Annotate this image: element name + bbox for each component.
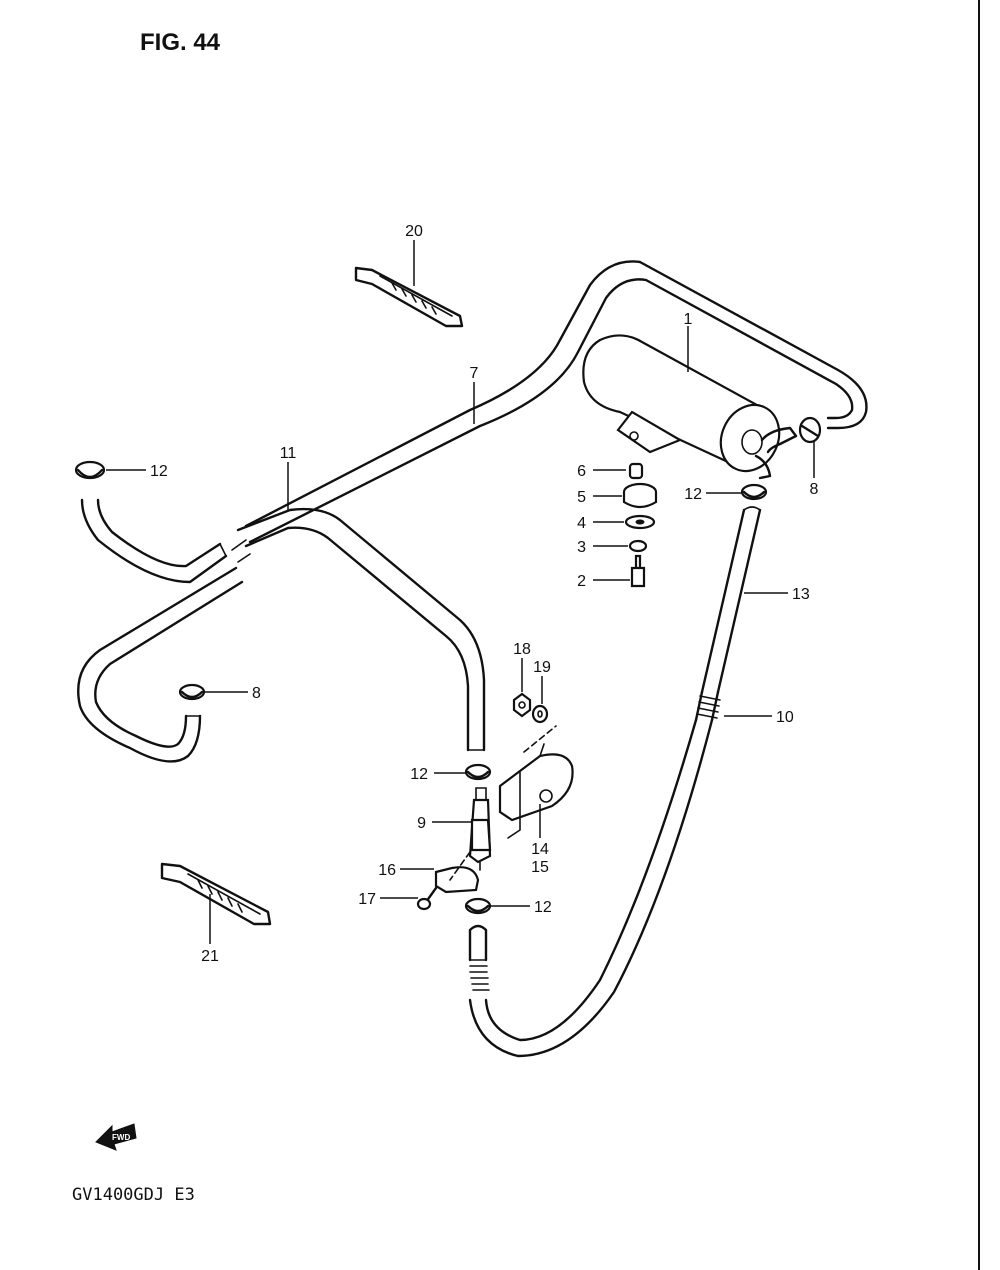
washer-3 (628, 539, 648, 553)
callout-6: 6 (577, 463, 586, 480)
callout-17: 17 (358, 891, 376, 908)
clamp-8a-icon (798, 416, 822, 444)
fwd-arrow-icon: FWD (95, 1123, 137, 1151)
callout-7: 7 (470, 365, 479, 382)
callout-13: 13 (792, 586, 810, 603)
callout-19: 19 (533, 659, 551, 676)
spacer-6 (628, 462, 644, 480)
clamp-8b-icon (178, 683, 206, 701)
canister-1 (582, 334, 798, 480)
callout-8a: 8 (810, 481, 819, 498)
callout-12a: 12 (150, 463, 168, 480)
bolt-2 (630, 554, 646, 588)
nut-18 (512, 692, 532, 718)
callout-20: 20 (405, 223, 423, 240)
callout-12b: 12 (684, 486, 702, 503)
bracket-14 (498, 743, 574, 839)
callout-3: 3 (577, 539, 586, 556)
callout-21: 21 (201, 948, 219, 965)
clamp-12a-icon (74, 460, 106, 480)
callout-12d: 12 (534, 899, 552, 916)
hose-left-lower (77, 566, 244, 763)
mount-stack (622, 462, 658, 588)
valve-9 (468, 787, 492, 871)
hose-7 (244, 260, 868, 544)
figure-title: FIG. 44 (140, 29, 221, 56)
callout-15: 15 (531, 859, 549, 876)
hose-13 (700, 506, 762, 694)
clamp-12c-icon (464, 763, 492, 781)
callout-4: 4 (577, 515, 586, 532)
callout-5: 5 (577, 489, 586, 506)
clamp-12b-icon (740, 483, 768, 501)
callout-10: 10 (776, 709, 794, 726)
callout-9: 9 (417, 815, 426, 832)
clamp-16 (434, 866, 480, 894)
callout-14: 14 (531, 841, 549, 858)
callout-1: 1 (684, 311, 693, 328)
callout-8b: 8 (252, 685, 261, 702)
model-code: GV1400GDJ E3 (72, 1185, 195, 1205)
clamp-12d-icon (464, 897, 492, 915)
hose-11 (236, 507, 486, 752)
callout-18: 18 (513, 641, 531, 658)
screw-17 (416, 886, 438, 911)
hose-10 (468, 690, 721, 1058)
callout-2: 2 (577, 573, 586, 590)
callout-11: 11 (280, 445, 297, 462)
tie-strap-20 (354, 266, 464, 328)
tie-strap-21 (160, 862, 272, 926)
callout-12c: 12 (410, 766, 428, 783)
assembly-dashes (449, 725, 557, 881)
hose-left-upper (80, 498, 251, 584)
washer-19 (531, 704, 549, 724)
leader-lines (106, 240, 815, 944)
fwd-label: FWD (112, 1133, 130, 1142)
callout-16: 16 (378, 862, 396, 879)
